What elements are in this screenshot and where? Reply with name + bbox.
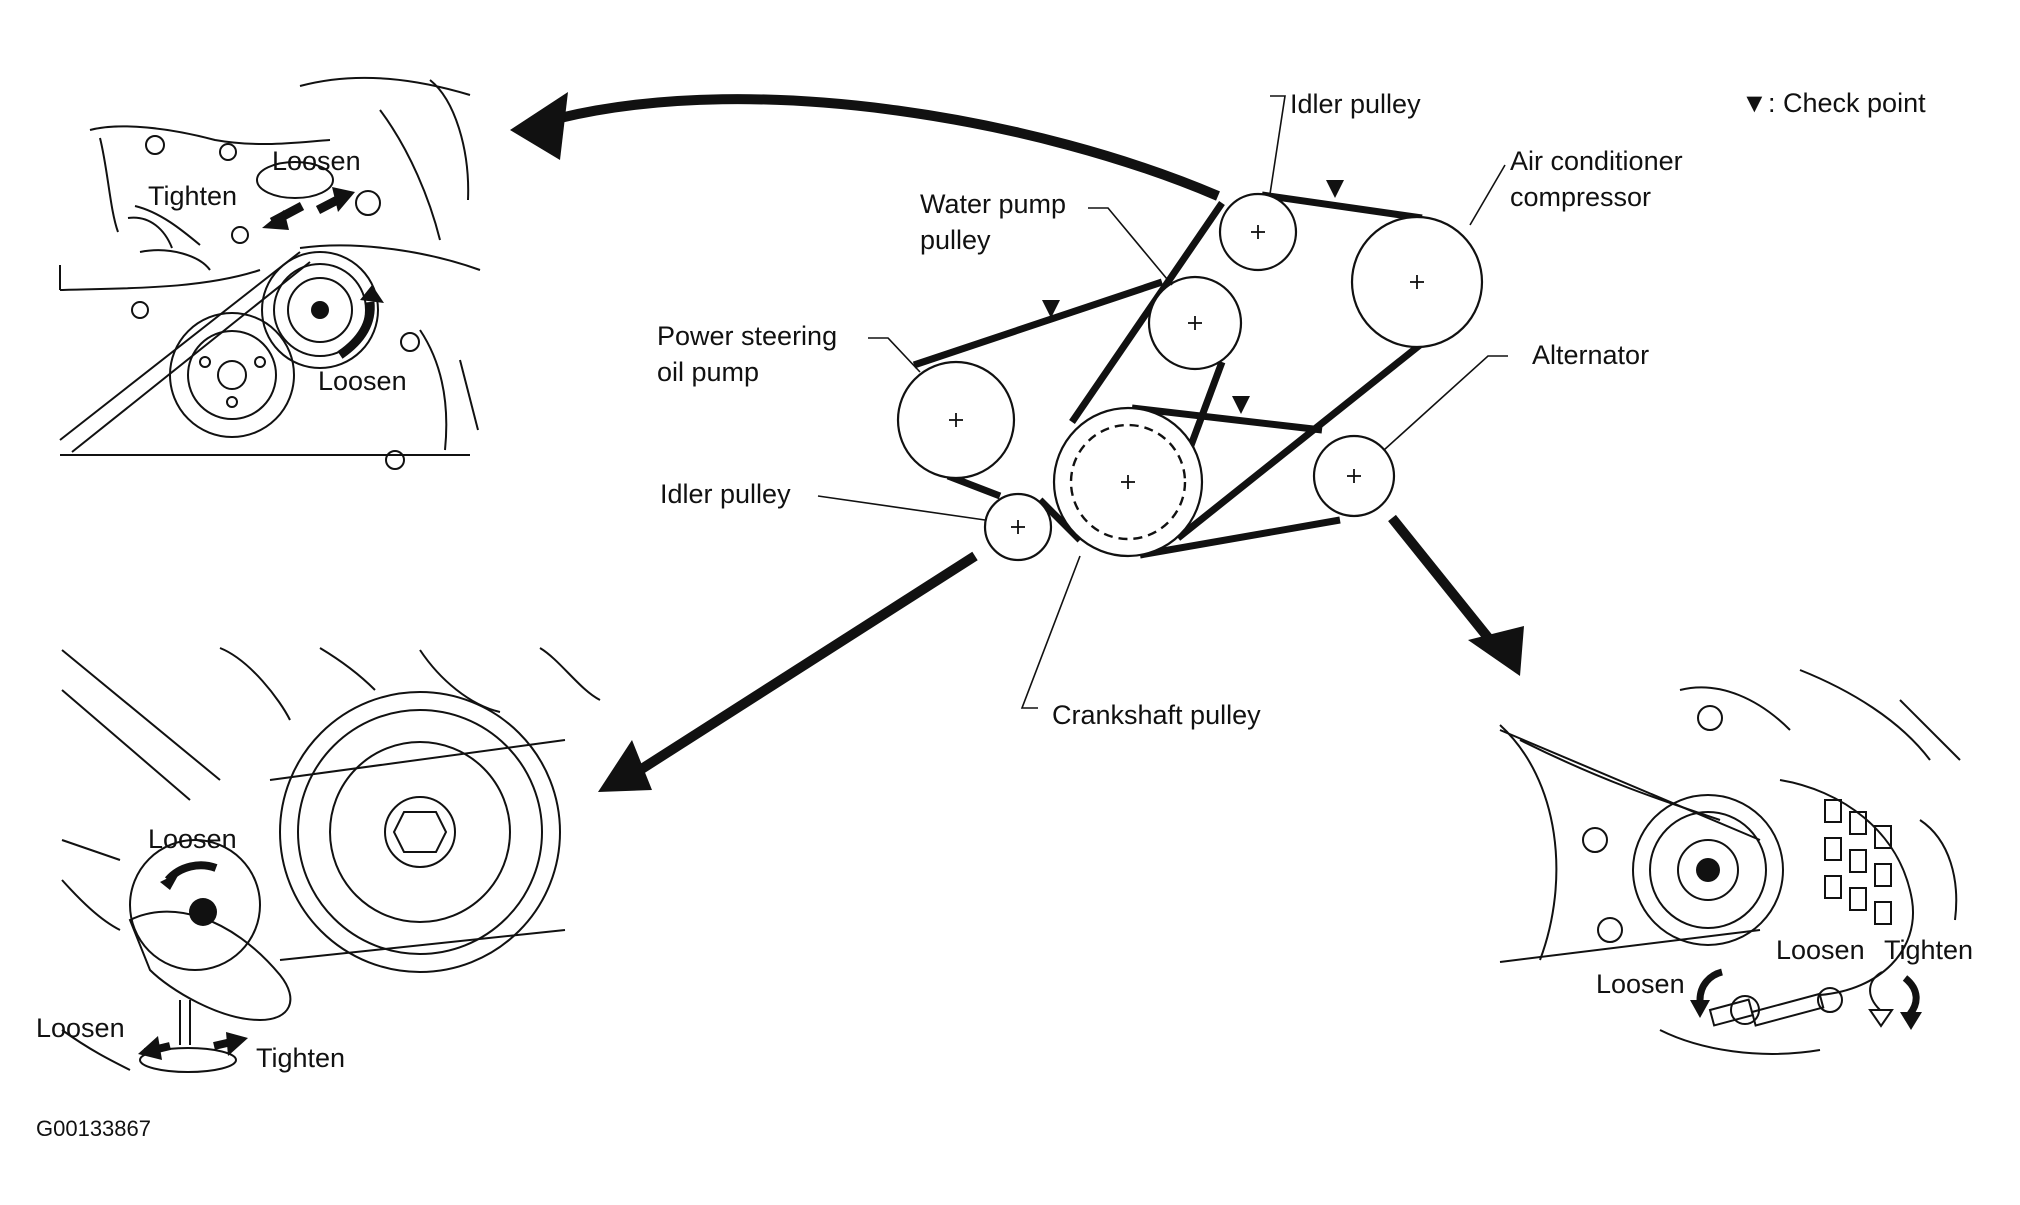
legend: ▼ : Check point: [1741, 88, 1926, 118]
leader-alternator: [1383, 355, 1508, 451]
label-ac-line1: Air conditioner: [1510, 146, 1683, 176]
label-ps-line1: Power steering: [657, 321, 837, 351]
check-point-marker: [1326, 180, 1344, 198]
water-pump-pulley: [1147, 275, 1243, 371]
leader-ac: [1469, 164, 1506, 226]
idler-pulley-top: [1218, 192, 1298, 272]
label-crankshaft-pulley: Crankshaft pulley: [1052, 700, 1261, 730]
detail-tl-tighten: Tighten: [148, 181, 237, 211]
label-water-line1: Water pump: [920, 189, 1066, 219]
legend-text: : Check point: [1768, 88, 1926, 118]
callout-arrow-top-left: [510, 92, 1220, 201]
belt-ac-to-crank: [1175, 330, 1438, 541]
drive-belt: [912, 191, 1438, 559]
leader-ps: [868, 337, 921, 373]
detail-bottom-left-idler-adjust: Loosen Loosen Tighten: [36, 647, 601, 1073]
detail-tl-loosen-top: Loosen: [272, 146, 361, 176]
belt-ps-to-water: [912, 278, 1164, 369]
legend-symbol: ▼: [1741, 88, 1768, 118]
detail-bl-loosen-left: Loosen: [36, 1013, 125, 1043]
leader-crankshaft: [1020, 555, 1081, 709]
idler-pulley-left: [983, 492, 1053, 562]
detail-r-tighten: Tighten: [1884, 935, 1973, 965]
detail-right-alternator-adjust: Loosen Tighten Loosen: [1499, 669, 1973, 1055]
crankshaft-pulley: [1052, 406, 1204, 558]
leader-idler-left: [817, 495, 986, 521]
belt-crank-to-alternator-top: [1131, 404, 1323, 434]
ac-compressor-pulley: [1350, 215, 1484, 349]
detail-top-left-idler-adjust: Loosen Tighten Loosen: [59, 76, 481, 470]
check-point-marker: [1232, 396, 1250, 414]
belt-idler-top-to-ac: [1261, 191, 1423, 222]
leader-water: [1088, 207, 1173, 286]
label-ac-line2: compressor: [1510, 182, 1651, 212]
leader-idler-top: [1269, 95, 1286, 195]
label-idler-pulley-top: Idler pulley: [1290, 89, 1421, 119]
label-alternator: Alternator: [1532, 340, 1649, 370]
belt-routing-schematic: Idler pulley Air conditioner compressor …: [657, 89, 1683, 730]
callout-arrow-bottom-left: [598, 551, 978, 792]
belt-water-to-crank: [1186, 360, 1226, 450]
belt-ps-to-idler-left: [946, 472, 1002, 500]
detail-r-loosen-b: Loosen: [1596, 969, 1685, 999]
alternator-pulley: [1312, 434, 1396, 518]
power-steering-pulley: [896, 360, 1016, 480]
detail-bl-tighten: Tighten: [256, 1043, 345, 1073]
callout-arrow-right: [1388, 514, 1524, 676]
reference-code: G00133867: [36, 1116, 151, 1141]
alternator-cooling-fins: [1824, 799, 1892, 925]
label-ps-line2: oil pump: [657, 357, 759, 387]
label-idler-pulley-left: Idler pulley: [660, 479, 791, 509]
label-water-line2: pulley: [920, 225, 991, 255]
detail-r-loosen-a: Loosen: [1776, 935, 1865, 965]
detail-tl-loosen-bottom: Loosen: [318, 366, 407, 396]
check-point-marker: [1042, 300, 1060, 318]
belt-alternator-to-crank-bottom: [1139, 516, 1341, 559]
belt-crank-to-idler-top: [1069, 201, 1225, 424]
detail-bl-loosen-top: Loosen: [148, 824, 237, 854]
